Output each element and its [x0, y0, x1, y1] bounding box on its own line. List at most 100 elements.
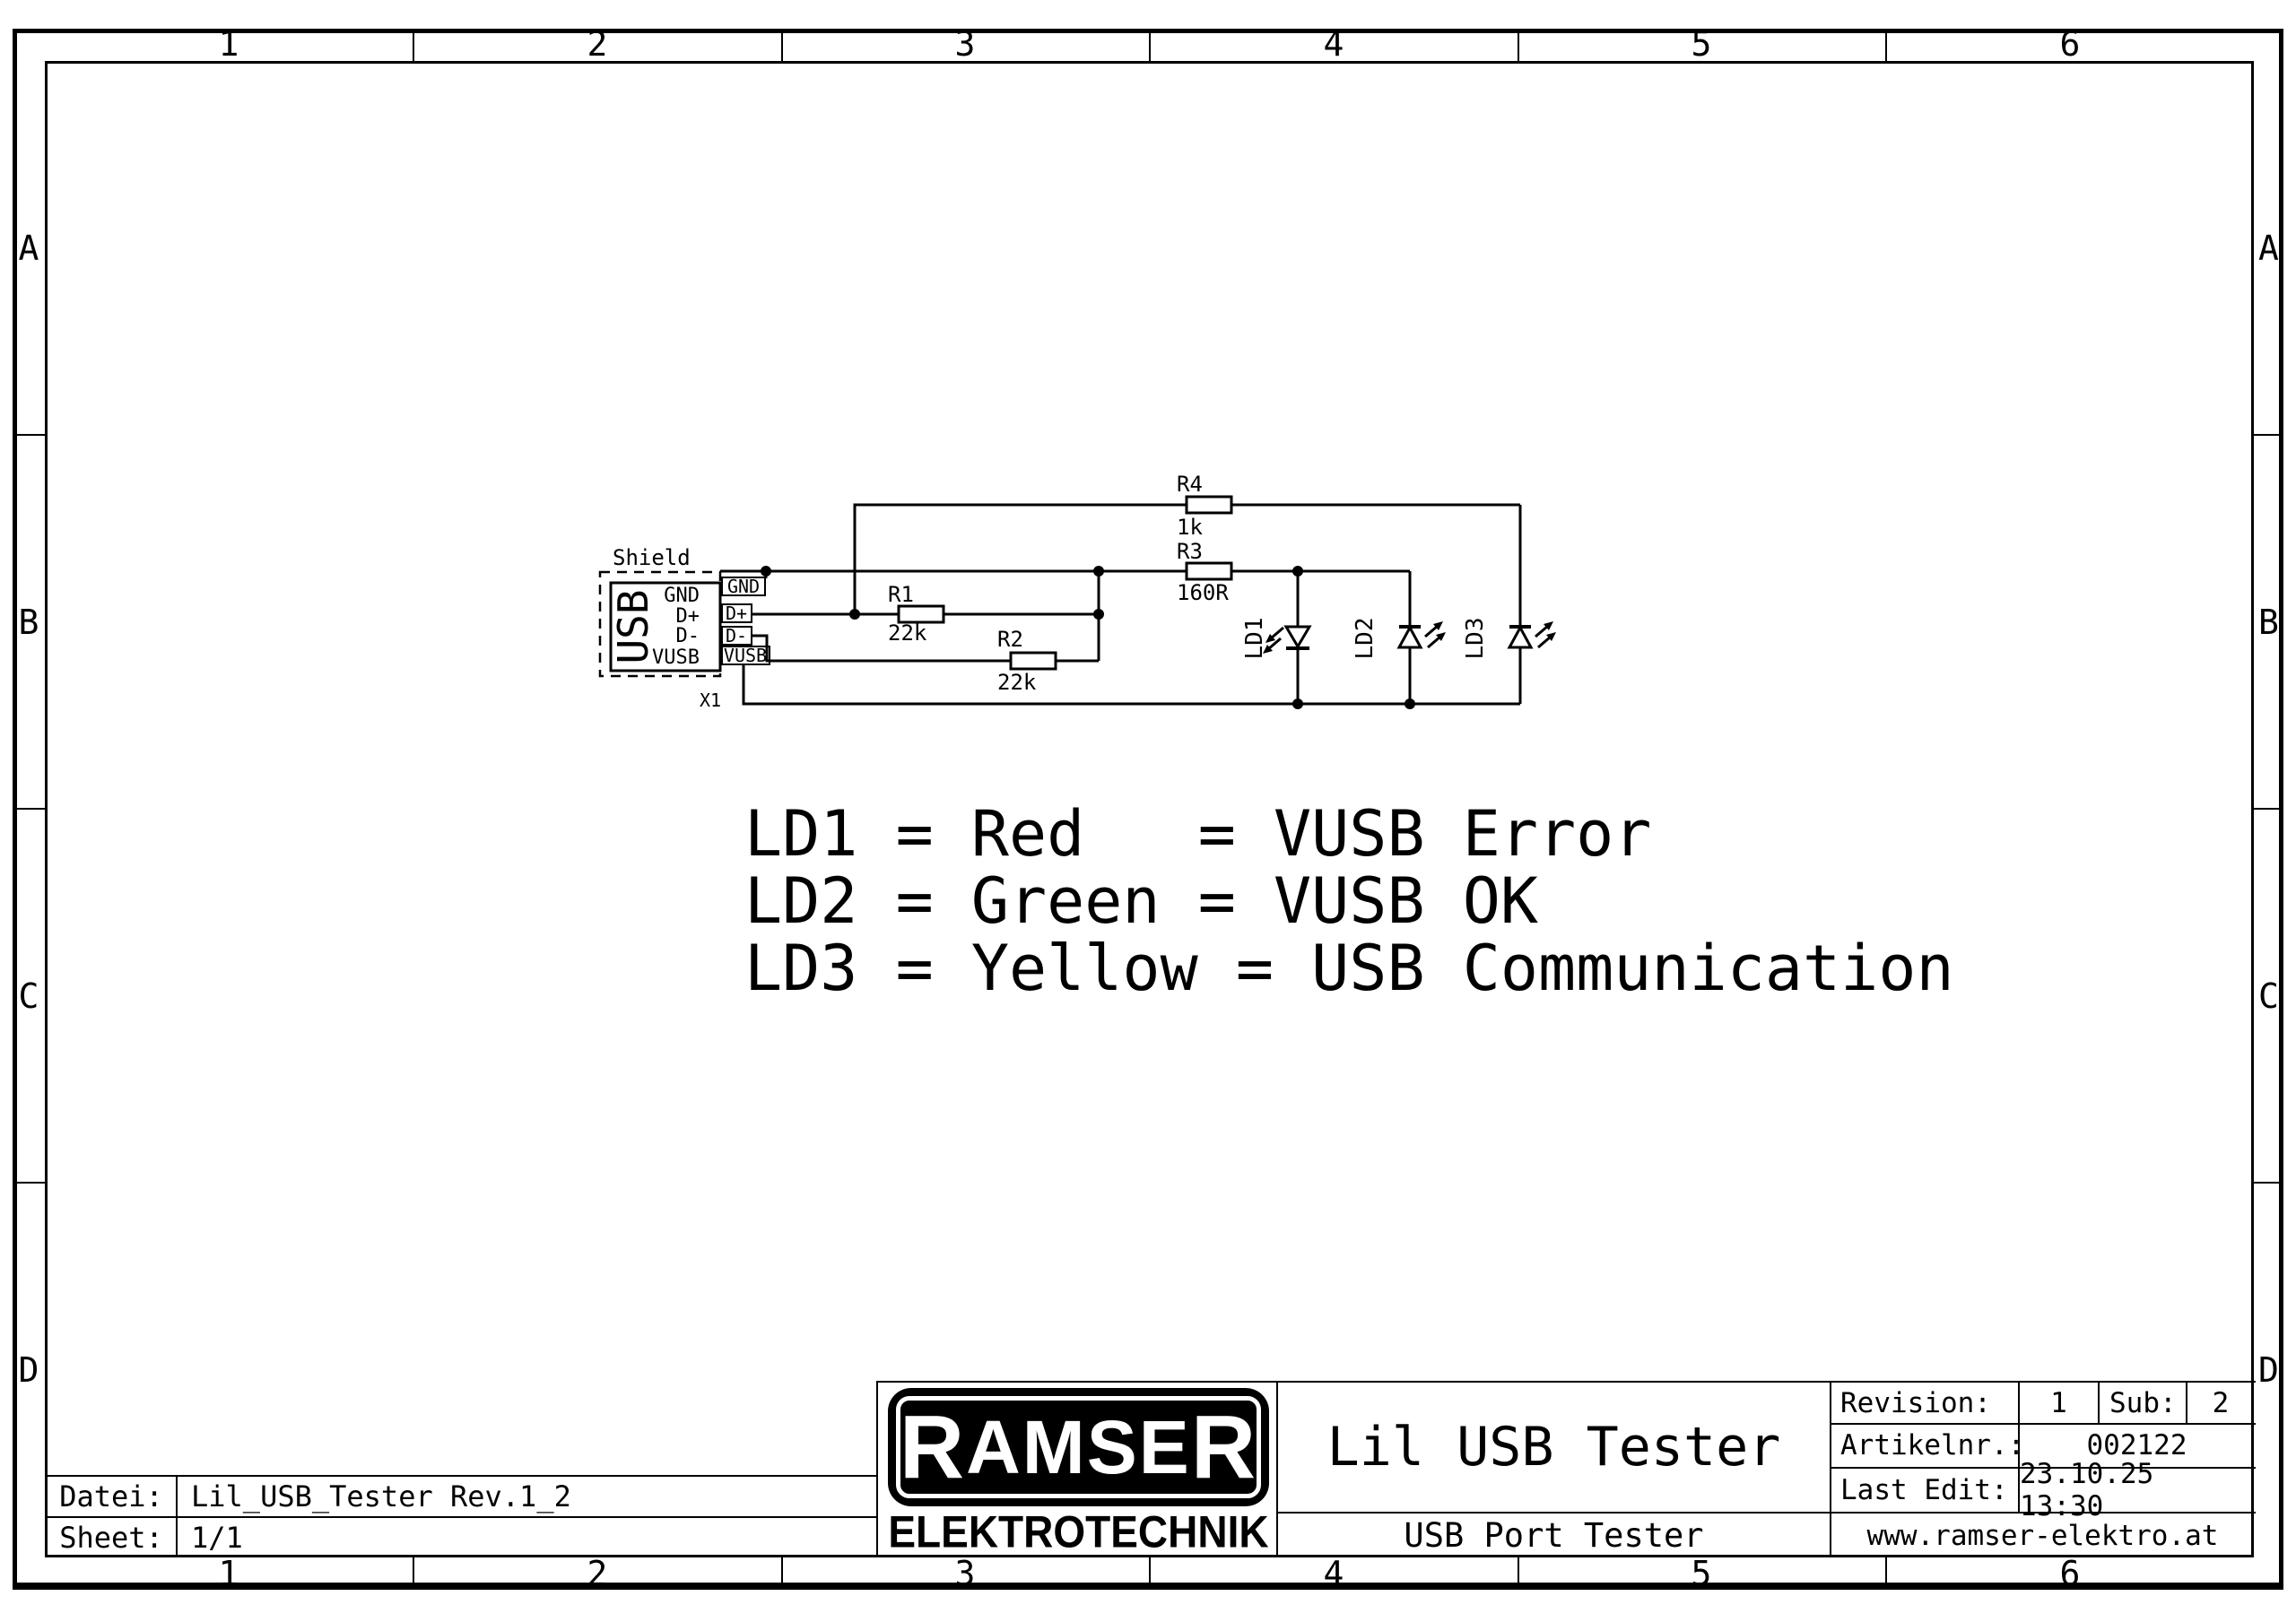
usb-connector-x1: Shield USB GND D+ D- VUSB X1 [598, 545, 722, 711]
col-label-top-1: 1 [45, 24, 413, 64]
row-label-right-d: D [2254, 1183, 2283, 1557]
led-triangle [1283, 625, 1312, 649]
led-arrow-head [1544, 621, 1553, 630]
resistor-ref: R2 [997, 627, 1023, 652]
col-label-bottom-6: 6 [1886, 1554, 2254, 1593]
col-number: 3 [954, 24, 976, 64]
led-arrow [1427, 635, 1441, 649]
gnd-flag-box [721, 577, 766, 596]
last-edit-label: Last Edit: [1840, 1473, 2008, 1506]
titleblock-line [876, 1381, 2256, 1383]
titleblock-line [45, 1516, 878, 1518]
dplus-flag-box [721, 603, 752, 623]
led-arrow-head [1265, 634, 1275, 643]
frame-divider [13, 434, 45, 436]
titleblock-line [876, 1381, 878, 1557]
net-flags [721, 577, 770, 665]
frame-divider [413, 1557, 414, 1590]
titleblock-line [2098, 1381, 2100, 1424]
frame-divider [1885, 29, 1887, 61]
col-number: 4 [1323, 24, 1344, 64]
vusb-rail-wire [742, 647, 1522, 706]
row-letter: B [2258, 602, 2279, 642]
gnd-net-wire [720, 569, 1412, 627]
row-letter: C [18, 976, 39, 1016]
row-letter: D [18, 1350, 39, 1390]
led-ld3: LD3 [1462, 618, 1556, 659]
resistor-value: 1k [1177, 515, 1203, 540]
row-label-left-d: D [13, 1183, 45, 1557]
frame-divider [1518, 29, 1519, 61]
titleblock-line [45, 1475, 878, 1477]
row-letter: A [18, 228, 39, 268]
led-ld1: LD1 [1241, 618, 1312, 659]
gnd-flag-label: GND [727, 576, 760, 597]
titleblock-line [176, 1475, 178, 1557]
col-number: 6 [2059, 24, 2081, 64]
row-letter: A [2258, 228, 2279, 268]
row-label-left-c: C [13, 809, 45, 1183]
col-label-bottom-4: 4 [1150, 1554, 1518, 1593]
titleblock-line [1830, 1423, 2256, 1425]
resistor-r3: R3 160R [1177, 539, 1233, 605]
col-number: 1 [218, 24, 239, 64]
artikelnr-label: Artikelnr.: [1840, 1429, 2025, 1462]
led-ref: LD2 [1352, 618, 1378, 660]
titleblock-line [1830, 1467, 2256, 1469]
row-label-right-b: B [2254, 435, 2283, 809]
usb-connector-body [609, 581, 722, 672]
row-letter: B [18, 602, 39, 642]
usb-connector-name: USB [609, 589, 657, 664]
junction-dot [1292, 566, 1303, 577]
row-label-right-c: C [2254, 809, 2283, 1183]
resistor-body [1009, 651, 1057, 671]
junction-dot [761, 566, 771, 577]
led-arrow [1424, 624, 1439, 638]
led-arrow [1270, 626, 1284, 640]
row-label-left-b: B [13, 435, 45, 809]
titleblock-line [1276, 1381, 1278, 1557]
frame-divider [2254, 808, 2283, 810]
legend-line-ld3: LD3 = Yellow = USB Communication [744, 932, 1954, 1005]
artikelnr-value: 002122 [2086, 1429, 2187, 1462]
resistor-r4: R4 1k [1177, 472, 1233, 540]
vusb-flag-label: VUSB [724, 645, 767, 666]
led-arrow-head [1433, 621, 1443, 630]
frame-divider [2254, 434, 2283, 436]
frame-divider [1885, 1557, 1887, 1590]
frame-divider [781, 1557, 783, 1590]
resistor-r1: R1 22k [888, 582, 945, 646]
pin-label-gnd: GND [664, 585, 700, 607]
frame-divider [2254, 1182, 2283, 1184]
resistor-body [1185, 561, 1233, 581]
col-label-top-3: 3 [781, 24, 1149, 64]
logo-inner-border [896, 1396, 1261, 1498]
sheet-value: 1/1 [191, 1521, 243, 1555]
pin-label-vusb: VUSB [652, 646, 700, 669]
row-letter: C [2258, 976, 2279, 1016]
led-arrow [1267, 637, 1282, 651]
titleblock-line [2186, 1381, 2187, 1424]
sub-revision-label: Sub: [2109, 1386, 2177, 1419]
logo-letter: R [899, 1397, 967, 1497]
frame-divider [13, 808, 45, 810]
vusb-flag-box [721, 646, 770, 665]
col-number: 2 [587, 24, 608, 64]
col-number: 5 [1691, 24, 1712, 64]
frame-divider [413, 29, 414, 61]
junction-dot [1405, 698, 1415, 709]
col-number: 5 [1691, 1554, 1712, 1593]
col-label-top-2: 2 [413, 24, 781, 64]
revision-value: 1 [2050, 1386, 2067, 1419]
col-label-bottom-2: 2 [413, 1554, 781, 1593]
website-link[interactable]: www.ramser-elektro.at [1866, 1519, 2219, 1552]
logo-subtitle: ELEKTROTECHNIK [888, 1505, 1269, 1557]
dminus-flag-label: D- [726, 625, 747, 646]
col-label-bottom-1: 1 [45, 1554, 413, 1593]
col-label-top-5: 5 [1518, 24, 1885, 64]
r4-net-wire [853, 503, 1522, 627]
dminus-wire [752, 634, 1099, 663]
